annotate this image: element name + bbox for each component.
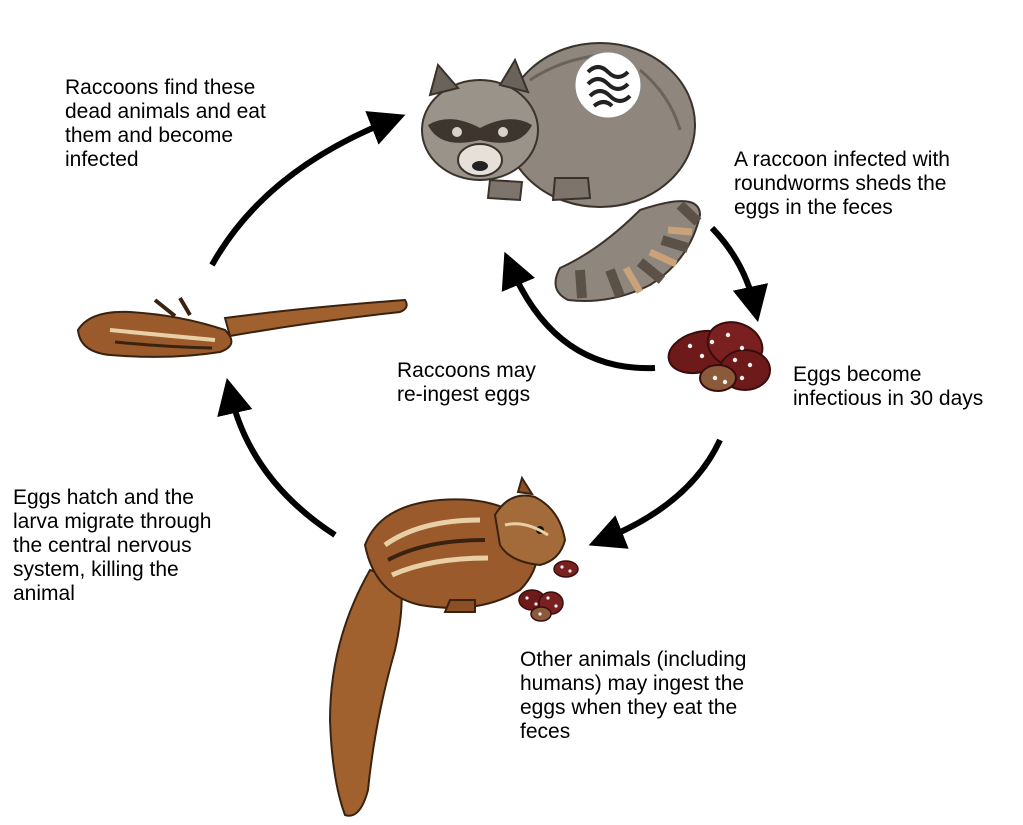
arrow-chipmunk-to-dead [230,392,335,535]
label-raccoon-sheds-eggs: A raccoon infected with roundworms sheds… [734,148,950,220]
raccoon-icon [422,43,700,301]
chipmunk-tail [330,570,402,816]
arrow-feces-to-chipmunk [602,440,720,540]
label-raccoons-find-dead-animals: Raccoons find these dead animals and eat… [65,76,266,172]
dead-chipmunk-icon [78,298,407,357]
feces-eggs-small-icon [519,590,563,621]
label-raccoons-reingest: Raccoons may re-ingest eggs [397,359,536,407]
label-eggs-infectious: Eggs become infectious in 30 days [793,363,983,411]
chipmunk-eating-icon [330,478,578,816]
roundworm-icon [575,52,641,118]
arrow-raccoon-to-feces [712,228,755,308]
label-other-animals-ingest: Other animals (including humans) may ing… [520,648,746,744]
cycle-arrows [212,120,755,540]
label-eggs-hatch-larva-migrate: Eggs hatch and the larva migrate through… [13,486,211,606]
feces-eggs-icon [664,315,770,391]
